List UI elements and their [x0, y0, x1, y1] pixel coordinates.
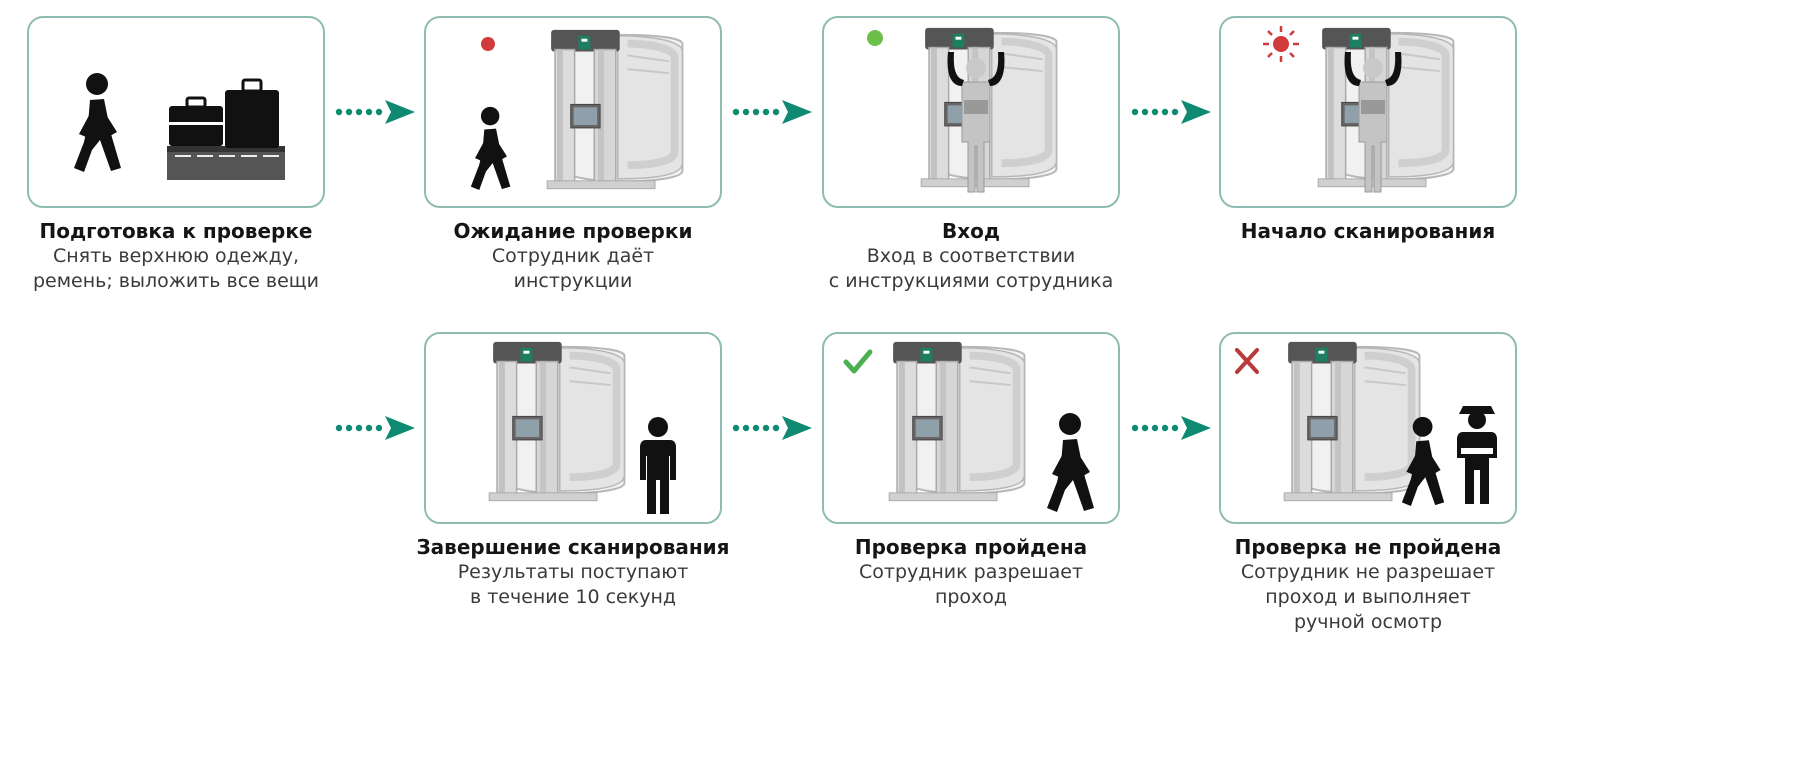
cross-icon [1235, 348, 1259, 374]
step-card [424, 16, 722, 208]
status-light-icon [481, 37, 495, 51]
step-desc-line-3: ручной осмотр [1293, 611, 1443, 633]
step-title: Подготовка к проверке [39, 219, 313, 243]
step-desc-line-1: Сотрудник разрешает [858, 561, 1084, 583]
flow-arrow-5 [732, 416, 814, 440]
step-desc-line-2: инструкции [513, 270, 633, 292]
step-caption: Начало сканирования [1179, 218, 1557, 244]
step-card [822, 16, 1120, 208]
walking-person-icon [1047, 413, 1094, 512]
flow-arrow-6 [1131, 416, 1213, 440]
flow-arrow-3 [1131, 100, 1213, 124]
step-card [1219, 332, 1517, 524]
body-scanner-icon [1284, 342, 1419, 501]
step-title: Завершение сканирования [416, 535, 730, 559]
step-caption: Ожидание проверки Сотрудник даёт инструк… [384, 218, 762, 294]
step-desc-line-2: проход и выполняет [1265, 586, 1471, 608]
step-desc-line-2: в течение 10 секунд [469, 586, 677, 608]
flow-arrow-2 [732, 100, 814, 124]
step-card [1219, 16, 1517, 208]
step-desc-line-2: проход [934, 586, 1008, 608]
step-desc-line-2: с инструкциями сотрудника [828, 270, 1114, 292]
step-desc-line-1: Вход в соответствии [866, 245, 1076, 267]
flow-arrow-4 [335, 416, 417, 440]
step-card [424, 332, 722, 524]
step-desc-line-1: Результаты поступают [457, 561, 689, 583]
step-desc-line-2: ремень; выложить все вещи [32, 270, 320, 292]
step-card [27, 16, 325, 208]
security-officer-icon [1457, 406, 1497, 504]
step-title: Начало сканирования [1240, 219, 1496, 243]
walking-person-icon [470, 106, 511, 190]
flow-arrow-1 [335, 100, 417, 124]
body-scanner-icon [547, 30, 682, 189]
standing-person-icon [640, 417, 676, 514]
step-card [822, 332, 1120, 524]
step-desc-line-1: Снять верхнюю одежду, [52, 245, 300, 267]
step-title: Проверка пройдена [854, 535, 1088, 559]
step-caption: Вход Вход в соответствии с инструкциями … [782, 218, 1160, 294]
body-scanner-icon [889, 342, 1024, 501]
step-caption: Завершение сканирования Результаты посту… [384, 534, 762, 610]
step-title: Проверка не пройдена [1234, 535, 1502, 559]
step-desc-line-1: Сотрудник не разрешает [1240, 561, 1496, 583]
step-title: Вход [941, 219, 1001, 243]
step-caption: Проверка не пройдена Сотрудник не разреш… [1179, 534, 1557, 635]
luggage-icon [167, 78, 285, 180]
status-light-icon [1263, 26, 1299, 62]
step-desc-line-1: Сотрудник даёт [491, 245, 655, 267]
body-scanner-icon [489, 342, 624, 501]
step-title: Ожидание проверки [453, 219, 693, 243]
walking-person-icon [74, 73, 121, 172]
status-light-icon [867, 30, 883, 46]
step-caption: Подготовка к проверке Снять верхнюю одеж… [0, 218, 365, 294]
step-caption: Проверка пройдена Сотрудник разрешает пр… [782, 534, 1160, 610]
check-icon [843, 349, 873, 374]
